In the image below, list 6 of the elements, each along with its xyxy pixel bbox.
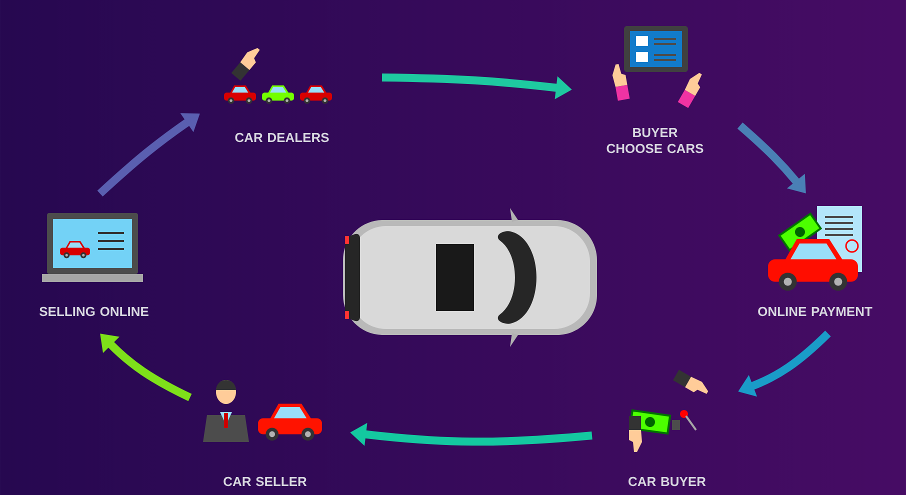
stage-label: SELLING ONLINE [40, 306, 148, 316]
stage-label: ONLINE PAYMENT [758, 306, 872, 316]
stage-label: CAR BUYER [628, 476, 706, 486]
stage-label: CAR SELLER [224, 476, 307, 486]
stage-label: BUYER CHOOSE CARS [606, 128, 704, 154]
stage-label: CAR DEALERS [235, 132, 329, 142]
